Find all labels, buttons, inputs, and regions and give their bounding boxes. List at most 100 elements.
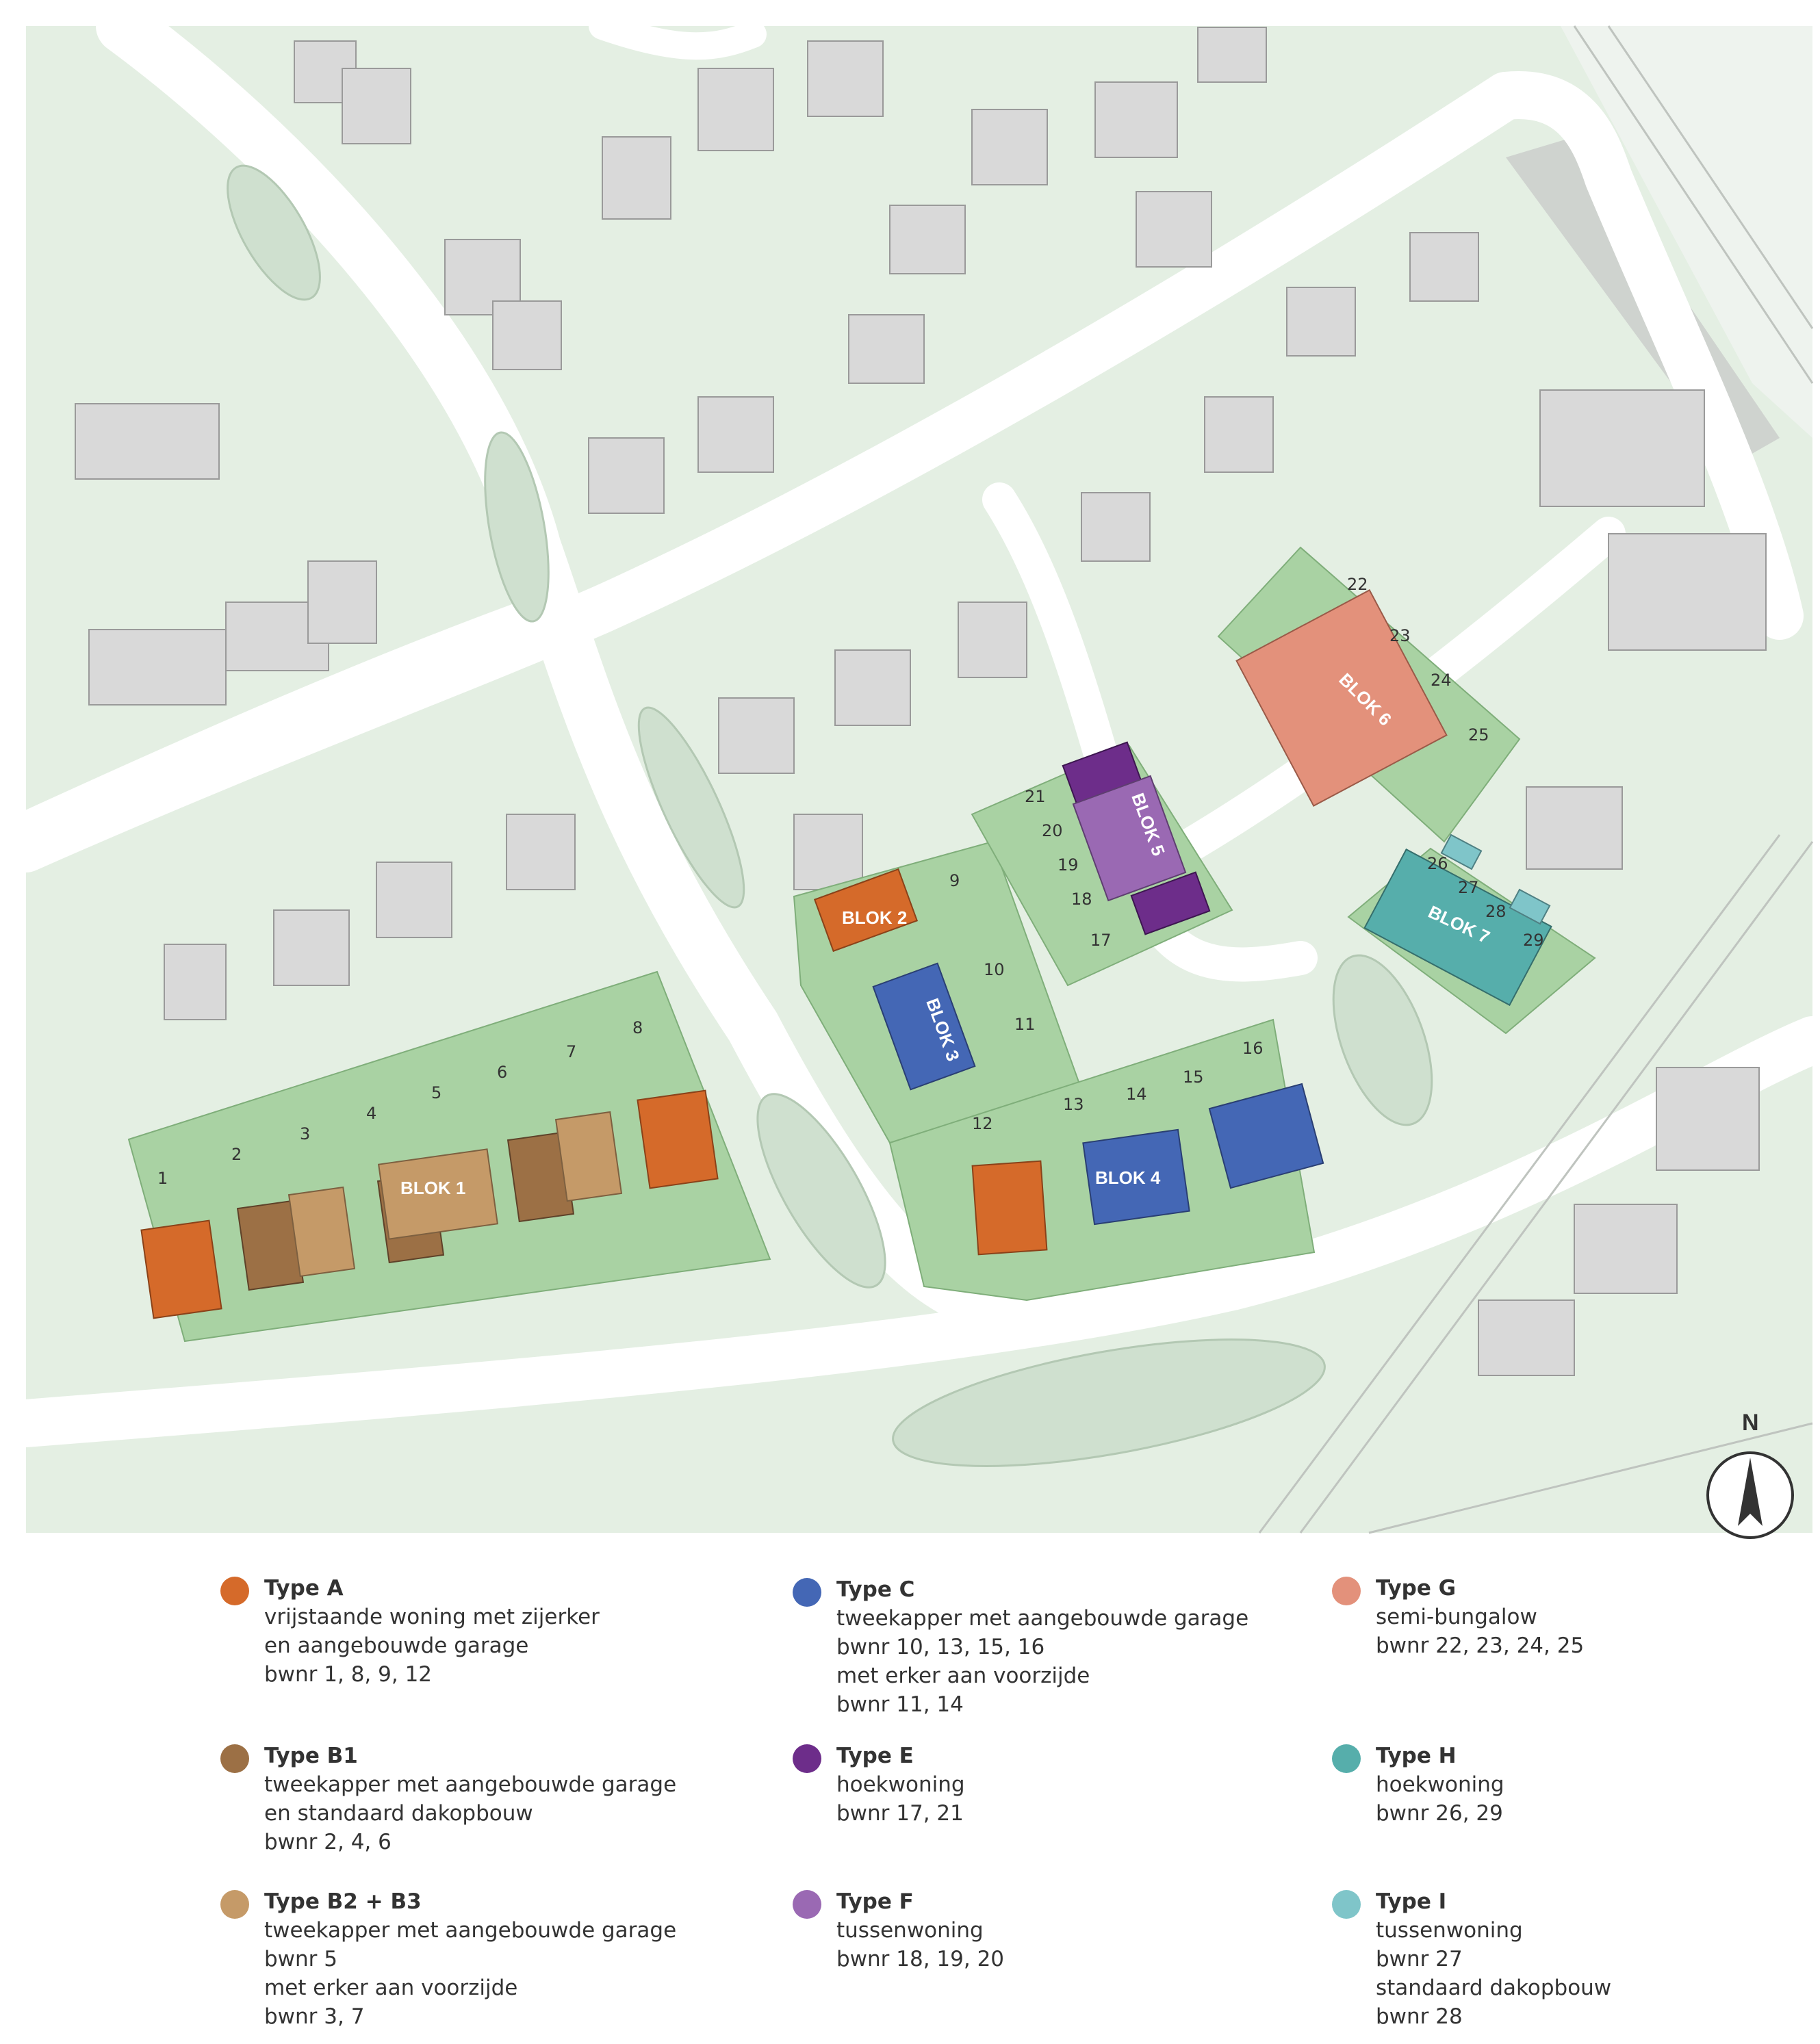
plot-number-16: 16 [1242, 1039, 1264, 1058]
railway-lines [1258, 25, 1814, 1534]
legend-line: en standaard dakopbouw [264, 1801, 533, 1826]
houses-type-g [1235, 589, 1448, 807]
plot-number-1: 1 [157, 1169, 168, 1188]
legend-title: Type F [836, 1889, 914, 1914]
north-label: N [1742, 1410, 1759, 1436]
legend-title: Type B2 + B3 [264, 1889, 422, 1914]
legend-swatch-type-f [793, 1890, 821, 1919]
road-east-loop [1482, 71, 1804, 640]
legend-item-type-b2-b3: Type B2 + B3 tweekapper met aangebouwde … [220, 1887, 741, 2031]
plot-number-24: 24 [1431, 671, 1452, 690]
plot-number-13: 13 [1063, 1095, 1084, 1114]
houses-type-h [1363, 848, 1552, 1007]
houses-type-c [872, 962, 1324, 1226]
legend-item-type-a: Type A vrijstaande woning met zijerker e… [220, 1574, 741, 1689]
block-label-4: BLOK 4 [1095, 1167, 1161, 1188]
plot-number-12: 12 [972, 1114, 993, 1133]
legend-line: tussenwoning [836, 1918, 984, 1943]
road-west-curve [96, 0, 1054, 1341]
block-label-1: BLOK 1 [400, 1178, 465, 1198]
legend-line: bwnr 17, 21 [836, 1801, 964, 1826]
plot-number-4: 4 [366, 1104, 376, 1123]
legend: Type A vrijstaande woning met zijerker e… [0, 1553, 1820, 2032]
legend-item-type-c: Type C tweekapper met aangebouwde garage… [793, 1575, 1313, 1719]
legend-title: Type C [836, 1577, 915, 1602]
legend-line: bwnr 18, 19, 20 [836, 1947, 1005, 1971]
legend-swatch-type-b2-b3 [220, 1890, 249, 1919]
legend-item-type-h: Type H hoekwoning bwnr 26, 29 [1332, 1742, 1820, 1828]
legend-line: hoekwoning [1376, 1772, 1504, 1797]
legend-line: tussenwoning [1376, 1918, 1523, 1943]
plot-number-17: 17 [1090, 931, 1112, 950]
houses-type-i [1440, 833, 1551, 925]
road-south-main [2, 1016, 1820, 1447]
legend-swatch-type-h [1332, 1744, 1361, 1773]
legend-line: bwnr 27 [1376, 1947, 1463, 1971]
legend-line: vrijstaande woning met zijerker [264, 1605, 600, 1629]
roads [2, 0, 1820, 1447]
plot-number-29: 29 [1523, 931, 1544, 950]
legend-swatch-type-i [1332, 1890, 1361, 1919]
legend-line: bwnr 3, 7 [264, 2004, 365, 2029]
legend-title: Type G [1376, 1576, 1457, 1601]
legend-swatch-type-g [1332, 1577, 1361, 1605]
legend-title: Type A [264, 1576, 344, 1601]
legend-item-type-i: Type I tussenwoning bwnr 27 standaard da… [1332, 1887, 1820, 2031]
plot-number-15: 15 [1183, 1068, 1204, 1087]
plot-number-18: 18 [1071, 890, 1092, 909]
block-label-2: BLOK 2 [842, 907, 907, 928]
legend-line: semi-bungalow [1376, 1605, 1537, 1629]
houses-type-f [1072, 775, 1187, 902]
legend-line: en aangebouwde garage [264, 1633, 529, 1658]
legend-line: hoekwoning [836, 1772, 965, 1797]
legend-line: tweekapper met aangebouwde garage [264, 1918, 677, 1943]
existing-houses [75, 27, 1767, 1376]
plot-number-27: 27 [1458, 878, 1479, 897]
legend-swatch-type-e [793, 1744, 821, 1773]
legend-line: bwnr 10, 13, 15, 16 [836, 1635, 1045, 1659]
legend-item-type-g: Type G semi-bungalow bwnr 22, 23, 24, 25 [1332, 1574, 1820, 1660]
plot-number-2: 2 [231, 1145, 242, 1164]
legend-line: bwnr 28 [1376, 2004, 1463, 2029]
plot-number-19: 19 [1058, 855, 1079, 875]
legend-line: bwnr 11, 14 [836, 1692, 964, 1717]
legend-swatch-type-c [793, 1578, 821, 1607]
plot-number-26: 26 [1427, 854, 1448, 873]
legend-swatch-type-b1 [220, 1744, 249, 1773]
plot-number-25: 25 [1468, 725, 1489, 745]
legend-line: bwnr 1, 8, 9, 12 [264, 1662, 433, 1687]
plot-number-5: 5 [431, 1083, 441, 1102]
legend-item-type-e: Type E hoekwoning bwnr 17, 21 [793, 1742, 1313, 1828]
site-plan-map: BLOK 1 BLOK 2 BLOK 3 BLOK 4 BLOK 5 BLOK … [2, 0, 1820, 1539]
legend-swatch-type-a [220, 1577, 249, 1605]
legend-title: Type B1 [264, 1744, 358, 1768]
plot-number-21: 21 [1025, 787, 1046, 806]
plot-number-3: 3 [300, 1124, 310, 1143]
legend-line: tweekapper met aangebouwde garage [264, 1772, 677, 1797]
legend-title: Type H [1376, 1744, 1457, 1768]
plot-number-20: 20 [1042, 821, 1063, 840]
legend-line: bwnr 22, 23, 24, 25 [1376, 1633, 1585, 1658]
legend-line: bwnr 26, 29 [1376, 1801, 1503, 1826]
plot-number-28: 28 [1485, 902, 1507, 921]
legend-item-type-b1: Type B1 tweekapper met aangebouwde garag… [220, 1742, 741, 1857]
legend-title: Type E [836, 1744, 914, 1768]
houses-type-a [140, 868, 1048, 1319]
legend-line: bwnr 2, 4, 6 [264, 1830, 392, 1854]
legend-line: bwnr 5 [264, 1947, 338, 1971]
plot-number-22: 22 [1347, 575, 1368, 594]
plot-number-11: 11 [1014, 1015, 1036, 1034]
plot-number-7: 7 [566, 1042, 576, 1061]
legend-title: Type I [1376, 1889, 1447, 1914]
road-north-avenue [2, 72, 1530, 872]
houses-type-b2 [287, 1111, 623, 1278]
road-top-lane [589, 12, 767, 60]
plot-number-6: 6 [497, 1063, 507, 1082]
plot-number-9: 9 [949, 871, 960, 890]
plot-number-23: 23 [1389, 626, 1411, 645]
legend-item-type-f: Type F tussenwoning bwnr 18, 19, 20 [793, 1887, 1313, 1974]
green-islands [227, 164, 1433, 1467]
houses-type-e [1062, 741, 1211, 935]
railway-zone [1561, 26, 1812, 438]
legend-line: standaard dakopbouw [1376, 1976, 1612, 2000]
